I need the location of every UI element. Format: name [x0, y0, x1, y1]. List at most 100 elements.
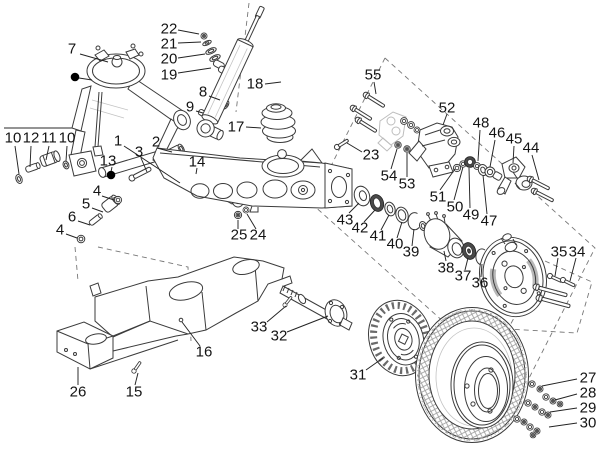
- part-label-31-32: 31: [350, 367, 367, 384]
- part-label-55-56: 55: [365, 67, 382, 84]
- chassis-frame: [56, 256, 293, 370]
- leader-line-36: [480, 263, 483, 278]
- part-label-10-10: 10: [5, 130, 22, 147]
- part-label-16-17: 16: [196, 344, 213, 361]
- part-label-37-38: 37: [455, 268, 472, 285]
- leader-line-10: [65, 145, 68, 162]
- part-label-46-47: 46: [489, 125, 506, 142]
- bolt-23: [332, 137, 350, 152]
- part-label-50-51: 50: [447, 199, 464, 216]
- bolt-15: [130, 360, 143, 375]
- leader-line-9: [195, 110, 204, 114]
- dot-line-7: [78, 77, 93, 81]
- leader-line-10: [14, 145, 20, 175]
- leader-line-22: [177, 29, 200, 35]
- part-label-10-13: 10: [59, 130, 76, 147]
- leader-line-38: [443, 250, 447, 262]
- part-label-17-18: 17: [228, 119, 245, 136]
- part-label-39-40: 39: [403, 244, 420, 261]
- leader-line-20: [177, 53, 206, 59]
- bracket-ghost-outline: [377, 111, 407, 152]
- lever-assembly-45: [496, 156, 556, 205]
- part-label-14-15: 14: [189, 154, 206, 171]
- part-label-18-19: 18: [247, 76, 264, 93]
- leader-line-19: [177, 67, 212, 74]
- part-label-48-49: 48: [473, 115, 490, 132]
- leader-line-8: [208, 95, 221, 101]
- part-label-51-52: 51: [430, 189, 447, 206]
- leader-line-47: [482, 174, 488, 215]
- leader-line-16: [181, 321, 201, 347]
- part-label-53-54: 53: [399, 176, 416, 193]
- mounting-bolts-55: [348, 90, 387, 135]
- leader-line-51: [439, 168, 456, 191]
- leader-line-54: [390, 148, 398, 170]
- part-label-49-50: 49: [463, 207, 480, 224]
- leader-line-30: [548, 422, 578, 428]
- leader-line-5: [91, 207, 104, 213]
- leader-line-37: [464, 257, 469, 271]
- part-label-13-14: 13: [100, 153, 117, 170]
- leader-line-45: [512, 145, 515, 164]
- part-label-4-6: 4: [56, 222, 64, 239]
- leader-line-35: [554, 257, 559, 277]
- part-label-34-35: 34: [569, 244, 586, 261]
- part-label-28-29: 28: [580, 385, 597, 402]
- part-label-26-27: 26: [70, 384, 87, 401]
- leader-line-39: [411, 228, 415, 247]
- leader-line-42: [363, 209, 376, 223]
- part-label-33-34: 33: [251, 319, 268, 336]
- brake-backing-plate: [479, 233, 547, 318]
- swing-arm: [152, 147, 353, 213]
- leader-line-28: [554, 393, 578, 401]
- part-label-25-26: 25: [231, 227, 248, 244]
- part-label-42-43: 42: [352, 220, 369, 237]
- part-label-21-22: 21: [161, 36, 178, 53]
- pivot-bushing-set-left: [15, 150, 70, 184]
- leader-line-14: [195, 167, 198, 175]
- leader-line-4: [101, 195, 115, 201]
- part-label-9-9: 9: [186, 99, 194, 116]
- leader-line-40: [396, 221, 403, 239]
- leader-line-17: [245, 126, 262, 129]
- part-label-30-31: 30: [580, 415, 597, 432]
- leader-line-48: [477, 129, 481, 162]
- leader-line-52: [442, 113, 448, 126]
- part-label-54-55: 54: [381, 168, 398, 185]
- bracket-hardware-cluster: [452, 156, 503, 181]
- leader-line-21: [177, 41, 202, 44]
- leader-line-44: [531, 154, 540, 181]
- part-label-22-23: 22: [161, 21, 178, 38]
- part-label-4-3: 4: [93, 183, 101, 200]
- leader-line-4: [65, 233, 78, 239]
- part-label-8-8: 8: [199, 84, 207, 101]
- part-label-38-39: 38: [438, 260, 455, 277]
- part-label-36-37: 36: [472, 275, 489, 292]
- leader-line-2: [156, 147, 173, 153]
- part-label-7-7: 7: [68, 41, 76, 58]
- part-label-40-41: 40: [387, 236, 404, 253]
- leader-line-32: [286, 315, 329, 333]
- part-label-45-46: 45: [506, 131, 523, 148]
- part-label-15-16: 15: [126, 384, 143, 401]
- leader-line-55: [373, 81, 377, 95]
- leader-line-18: [264, 81, 282, 85]
- leader-line-23: [346, 142, 363, 153]
- part-label-5-4: 5: [82, 196, 90, 213]
- part-label-6-5: 6: [68, 209, 76, 226]
- wheel-tire: [415, 307, 529, 443]
- leader-line-34: [569, 257, 577, 282]
- leader-line-1: [123, 145, 181, 184]
- part-label-29-30: 29: [580, 400, 597, 417]
- part-label-24-25: 24: [250, 227, 267, 244]
- leader-line-50: [453, 166, 464, 201]
- part-label-52-53: 52: [439, 100, 456, 117]
- part-label-3-2: 3: [135, 144, 143, 161]
- leader-line-24: [246, 213, 257, 230]
- fork-arm-assembly: [4, 43, 191, 177]
- part-label-27-28: 27: [580, 370, 597, 387]
- brake-drum: [368, 299, 432, 377]
- part-label-12-11: 12: [23, 130, 40, 147]
- leader-line-6: [77, 220, 91, 226]
